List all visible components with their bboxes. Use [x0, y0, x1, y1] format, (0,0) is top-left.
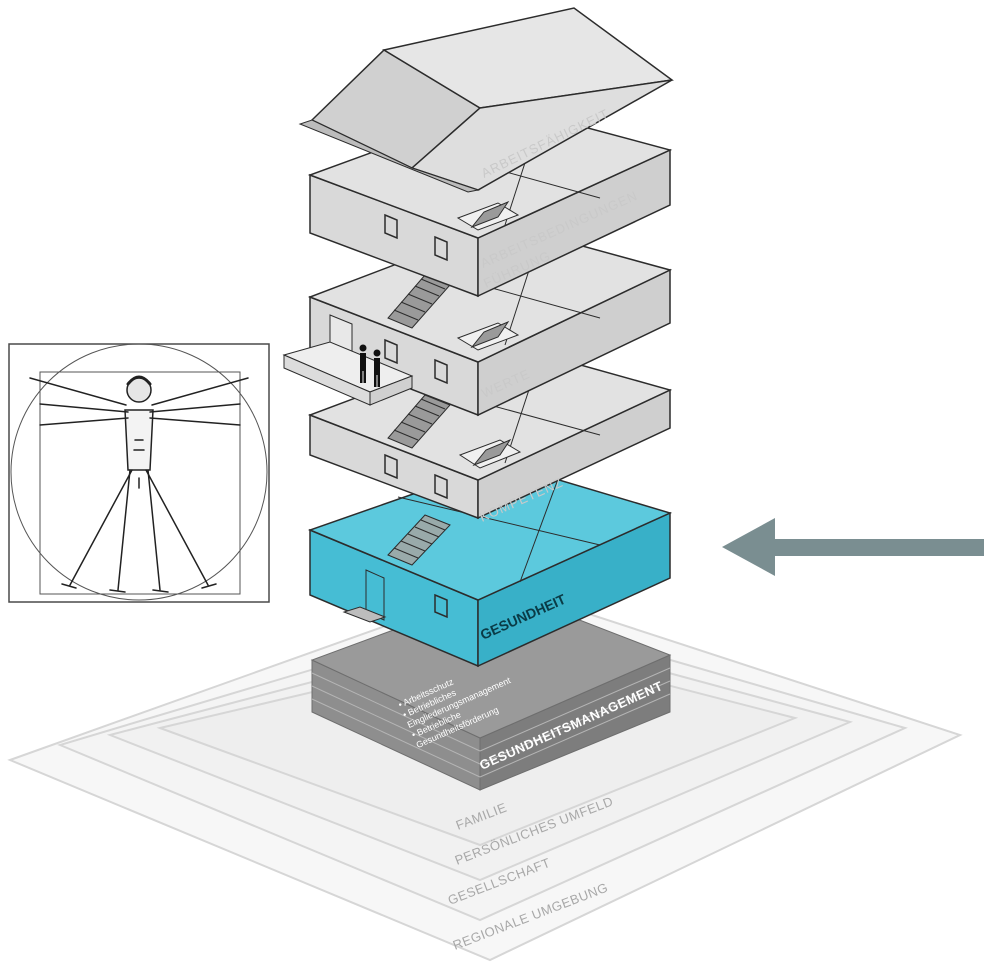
brick-pattern: [311, 667, 671, 778]
arrow-head: [722, 518, 775, 576]
werte-stairs: [470, 320, 510, 349]
floor-kompetenz: KOMPETENZ: [307, 342, 673, 525]
vitruvian-square: [39, 371, 241, 595]
health-window: [434, 593, 448, 619]
vitruvian-man-illustration: [8, 343, 270, 603]
pointer-arrow: [722, 518, 984, 576]
kompetenz-stairs-up: [387, 394, 451, 449]
vitruvian-circle: [10, 343, 268, 601]
people-icon: [359, 344, 381, 387]
floor-gesundheit: GESUNDHEIT: [307, 462, 673, 668]
foundation-block: • Arbeitsschutz • Betriebliches Einglied…: [310, 589, 672, 791]
floor-werte: WERTE: [282, 223, 673, 417]
health-steps: [342, 606, 387, 623]
arrow-shaft: [770, 539, 984, 556]
vitruvian-figure: [29, 375, 249, 593]
arbeitsbedingungen-stairs: [470, 200, 510, 229]
kompetenz-stairs: [472, 438, 512, 467]
roof-eave: [298, 119, 480, 193]
health-door: [365, 569, 385, 621]
